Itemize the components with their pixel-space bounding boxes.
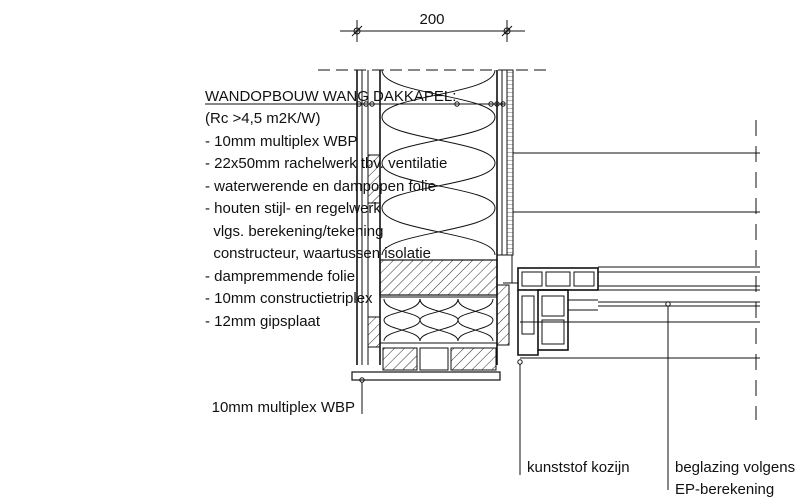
bottom-plate xyxy=(351,371,501,381)
spec-line: vlgs. berekening/tekening xyxy=(205,223,383,240)
callout-kozijn-label: kunststof kozijn xyxy=(527,459,630,476)
dimension-label: 200 xyxy=(419,11,444,28)
spec-line: - 22x50mm rachelwerk tbv. ventilatie xyxy=(205,155,447,172)
spec-line: - houten stijl- en regelwerk xyxy=(205,200,381,217)
batten-lower xyxy=(367,316,381,348)
bottom-block-left xyxy=(382,347,418,371)
bottom-block-mid xyxy=(419,347,449,371)
batten-upper xyxy=(367,154,381,204)
reference-lines xyxy=(513,120,760,420)
spec-line: - 12mm gipsplaat xyxy=(205,313,321,330)
insulation-loops xyxy=(381,69,496,256)
bottom-block-right xyxy=(450,347,497,371)
header-beam xyxy=(379,259,498,296)
dimension-200: 200 xyxy=(340,11,525,42)
spec-text: WANDOPBOUW WANG DAKKAPEL: (Rc >4,5 m2K/W… xyxy=(205,88,456,330)
spec-line: (Rc >4,5 m2K/W) xyxy=(205,110,320,127)
spec-line: - 10mm multiplex WBP xyxy=(205,133,358,150)
lower-insulation xyxy=(379,296,498,344)
spec-leader xyxy=(205,101,506,107)
callout-glazing: beglazing volgens EP-berekening xyxy=(665,301,795,498)
callout-glazing-line1: beglazing volgens xyxy=(675,459,795,476)
spec-line: - dampremmende folie xyxy=(205,268,355,285)
spec-line: - waterwerende en dampopen folie xyxy=(205,178,436,195)
spec-line: constructeur, waartussen isolatie xyxy=(205,245,431,262)
callout-kozijn: kunststof kozijn xyxy=(519,364,630,476)
frame-post xyxy=(496,284,510,346)
callout-multiplex: 10mm multiplex WBP xyxy=(212,382,363,416)
callout-multiplex-label: 10mm multiplex WBP xyxy=(212,399,355,416)
spec-line: - 10mm constructietriplex xyxy=(205,290,373,307)
window-frame-profile xyxy=(517,267,599,365)
callout-glazing-line2: EP-berekening xyxy=(675,481,774,498)
spec-heading: WANDOPBOUW WANG DAKKAPEL: xyxy=(205,88,456,105)
glazing xyxy=(598,271,760,307)
